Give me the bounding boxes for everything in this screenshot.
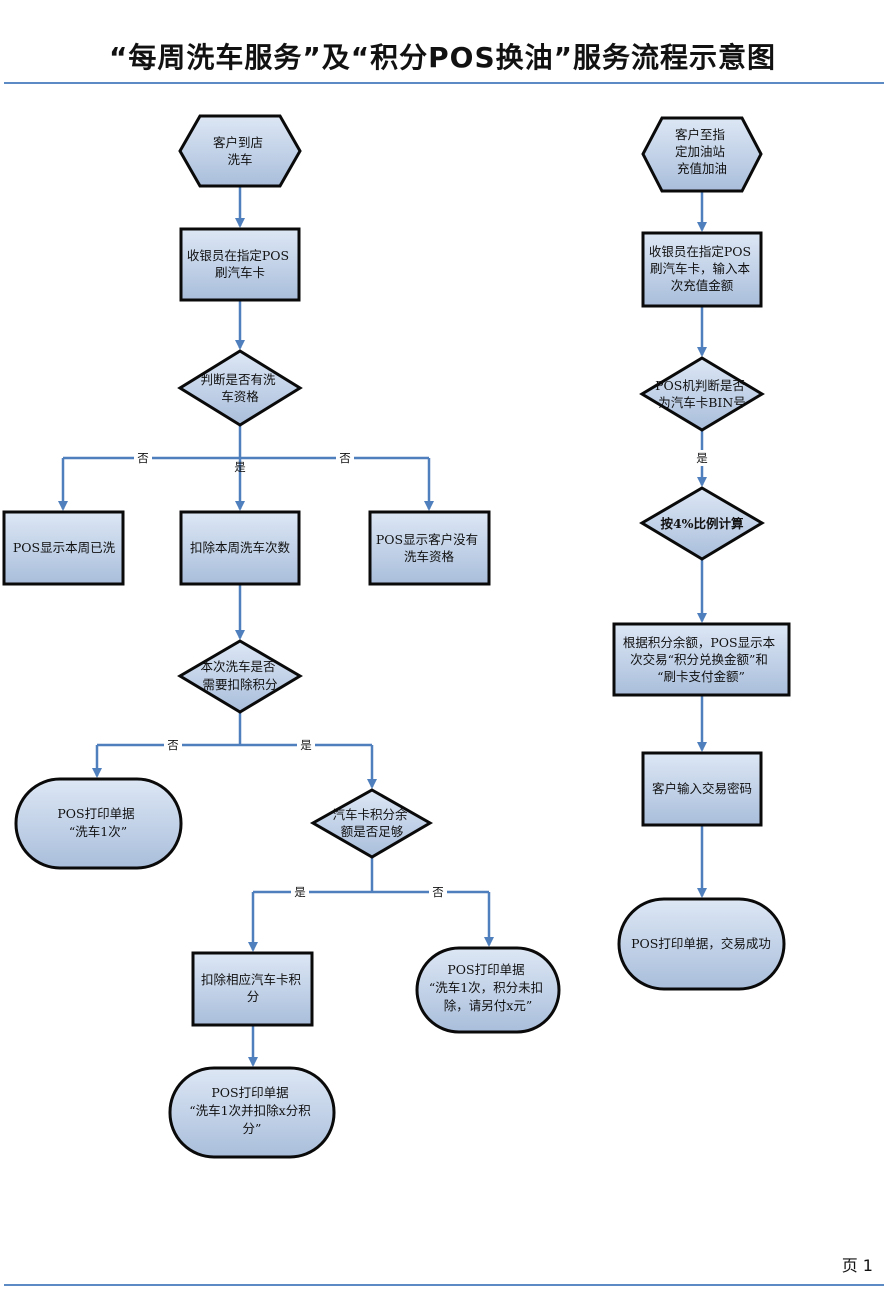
edge-label-n9-n11: 否 xyxy=(432,885,444,899)
node-n1-label: 客户到店 洗车 xyxy=(213,135,267,167)
node-n3: 判断是否有洗 车资格 xyxy=(177,349,303,427)
node-n12-label: POS打印单据 “洗车1次并扣除x分积 分” xyxy=(189,1085,314,1136)
node-r7-label: POS打印单据，交易成功 xyxy=(631,936,771,951)
node-n5: 扣除本周洗车次数 xyxy=(179,510,301,586)
node-r1-label: 客户至指 定加油站 充值加油 xyxy=(675,127,729,176)
node-n7: 本次洗车是否 需要扣除积分 xyxy=(177,639,303,714)
node-r5: 根据积分余额，POS显示本 次交易“积分兑换金额”和 “刷卡支付金额” xyxy=(612,622,791,697)
node-r6: 客户输入交易密码 xyxy=(641,751,763,827)
node-n6: POS显示客户没有 洗车资格 xyxy=(368,510,491,586)
edge-label-n9-n10: 是 xyxy=(294,885,306,899)
header-rule xyxy=(4,82,884,84)
node-r2-label: 收银员在指定POS 刷汽车卡，输入本 次充值金额 xyxy=(649,244,755,293)
node-r5-label: 根据积分余额，POS显示本 次交易“积分兑换金额”和 “刷卡支付金额” xyxy=(623,635,779,684)
node-n1: 客户到店 洗车 xyxy=(178,114,302,188)
node-n5-label: 扣除本周洗车次数 xyxy=(190,540,291,555)
node-n2: 收银员在指定POS 刷汽车卡 xyxy=(179,227,301,302)
node-n9: 汽车卡积分余 额是否足够 xyxy=(309,788,433,859)
node-n12: POS打印单据 “洗车1次并扣除x分积 分” xyxy=(168,1066,336,1159)
node-n8: POS打印单据 “洗车1次” xyxy=(14,777,183,870)
node-r4: 按4%比例计算 xyxy=(639,486,765,561)
edge-label-n7-n9: 是 xyxy=(300,738,312,752)
node-r6-label: 客户输入交易密码 xyxy=(652,781,752,796)
edge-label-n7-n8: 否 xyxy=(167,738,179,752)
edge-label-n3-n6: 否 xyxy=(339,451,351,465)
node-n10-label: 扣除相应汽车卡积 分 xyxy=(201,972,305,1004)
node-n7-label: 本次洗车是否 需要扣除积分 xyxy=(201,659,280,692)
node-r7: POS打印单据，交易成功 xyxy=(617,897,786,991)
node-n11: POS打印单据 “洗车1次，积分未扣 除，请另付x元” xyxy=(415,946,561,1034)
edge-label-r3-r4: 是 xyxy=(696,451,708,465)
node-r3: POS机判断是否 为汽车卡BIN号 xyxy=(639,356,765,432)
node-r3-label: POS机判断是否 为汽车卡BIN号 xyxy=(655,378,749,410)
node-n10: 扣除相应汽车卡积 分 xyxy=(191,951,314,1027)
page-number: 页 1 xyxy=(841,1256,873,1275)
node-n2-label: 收银员在指定POS 刷汽车卡 xyxy=(187,248,293,280)
node-n4: POS显示本周已洗 xyxy=(2,510,125,586)
node-r2: 收银员在指定POS 刷汽车卡，输入本 次充值金额 xyxy=(641,231,763,308)
footer-rule xyxy=(4,1284,884,1286)
node-r1: 客户至指 定加油站 充值加油 xyxy=(641,116,763,193)
node-n3-label: 判断是否有洗 车资格 xyxy=(201,372,280,404)
node-n9-label: 汽车卡积分余 额是否足够 xyxy=(333,807,412,839)
edge-label-n3-n4: 否 xyxy=(137,451,149,465)
page-title: “每周洗车服务”及“积分POS换油”服务流程示意图 xyxy=(108,41,777,74)
node-n11-label: POS打印单据 “洗车1次，积分未扣 除，请另付x元” xyxy=(429,962,547,1013)
node-n4-label: POS显示本周已洗 xyxy=(13,540,116,555)
node-n8-label: POS打印单据 “洗车1次” xyxy=(57,806,138,839)
edge-label-n3-n5: 是 xyxy=(234,460,246,474)
node-r4-label: 按4%比例计算 xyxy=(660,516,744,531)
node-n6-label: POS显示客户没有 洗车资格 xyxy=(376,532,482,564)
